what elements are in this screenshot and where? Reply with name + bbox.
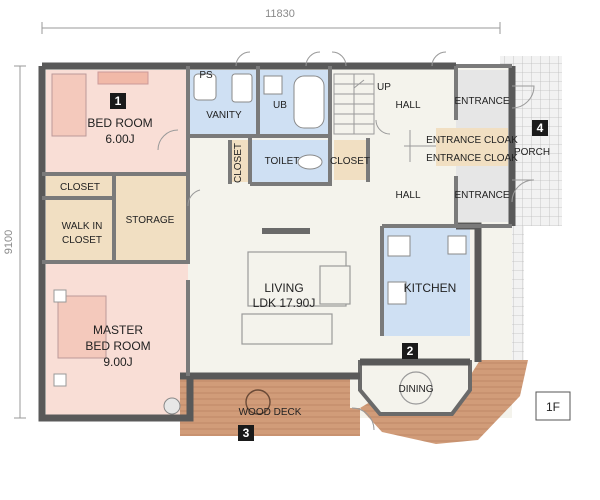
badge-4: 4 [532, 120, 548, 136]
plant-icon [163, 397, 181, 415]
walk-in-label-1: WALK IN [62, 221, 103, 232]
svg-text:1: 1 [115, 94, 122, 108]
ps-label: PS [199, 70, 213, 81]
master-bed-icon [57, 295, 107, 359]
sink-icon [387, 281, 407, 305]
badge-3: 3 [238, 425, 254, 441]
up-label: UP [377, 82, 391, 93]
master-area: 9.00J [103, 355, 132, 369]
walk-in-label-2: CLOSET [62, 235, 102, 246]
bedroom-name: BED ROOM [87, 116, 152, 130]
deck-table-icon [245, 389, 271, 415]
living-label: LIVING [264, 281, 303, 295]
dimension-width-label: 11830 [265, 8, 295, 20]
entrance-door-bottom [511, 179, 535, 203]
ldk-label: LDK 17.90J [253, 296, 316, 310]
closet-bed-label: CLOSET [60, 182, 100, 193]
entrance-cloak-2-label: ENTRANCE CLOAK [426, 153, 518, 164]
kitchen-label: KITCHEN [404, 281, 457, 295]
badge-2: 2 [402, 343, 418, 359]
entrance-bottom-label: ENTRANCE [454, 190, 509, 201]
dining-table-icon [399, 371, 433, 405]
svg-text:4: 4 [537, 121, 544, 135]
badge-1: 1 [110, 93, 126, 109]
floor-label: 1F [546, 400, 560, 414]
hall-bottom-label: HALL [395, 190, 420, 201]
closet-hall-floor [334, 140, 366, 180]
entrance-top-label: ENTRANCE [454, 96, 509, 107]
bed-icon [51, 73, 87, 137]
toilet-label: TOILET [265, 156, 300, 167]
walk-in-closet-floor [46, 200, 114, 262]
dimension-height-label: 9100 [3, 230, 15, 254]
closet-bed-floor [46, 176, 114, 198]
svg-text:3: 3 [243, 426, 250, 440]
doors [157, 51, 535, 431]
master-label-2: BED ROOM [85, 339, 150, 353]
entrance-door-top [511, 85, 535, 109]
entrance-cloak-1-label: ENTRANCE CLOAK [426, 135, 518, 146]
svg-text:2: 2 [407, 344, 414, 358]
stove-icon [387, 235, 411, 257]
dimension-width: 11830 [41, 8, 501, 34]
entrance-cloak-floor [436, 128, 508, 166]
bedroom-area: 6.00J [105, 132, 134, 146]
dining-label: DINING [399, 384, 434, 395]
staircase [333, 73, 375, 135]
interior-walls [42, 66, 478, 376]
closet-small-label: CLOSET [233, 143, 244, 183]
master-label-1: MASTER [93, 323, 143, 337]
furniture [51, 71, 351, 415]
vanity-label: VANITY [206, 110, 242, 121]
toilet-icon [297, 154, 323, 170]
storage-floor [116, 176, 188, 262]
bathtub-icon [293, 75, 325, 129]
floor-tag: 1F [535, 391, 571, 421]
closet-hall-label: CLOSET [330, 156, 370, 167]
ub-label: UB [273, 100, 287, 111]
storage-label: STORAGE [126, 215, 175, 226]
hall-top-label: HALL [395, 100, 420, 111]
fixtures [193, 73, 467, 305]
sofa-icon [241, 313, 333, 345]
porch-label: PORCH [514, 147, 550, 158]
closet-small-floor [232, 140, 250, 182]
wood-deck-label: WOOD DECK [239, 407, 302, 418]
dimension-height: 9100 [3, 65, 26, 419]
